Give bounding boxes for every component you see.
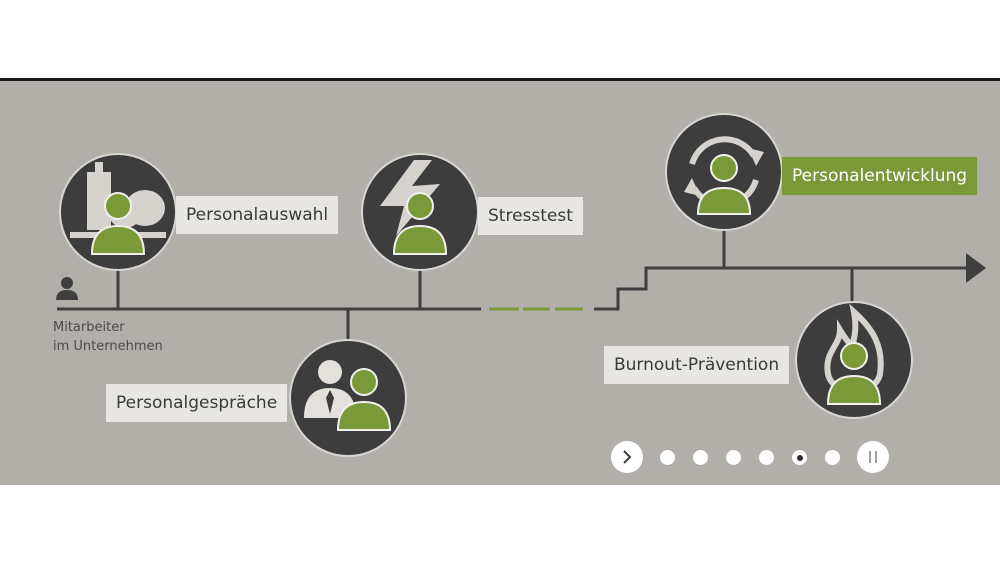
carousel-dot[interactable]: [792, 450, 807, 465]
carousel-dot[interactable]: [660, 450, 675, 465]
pause-button[interactable]: [857, 441, 889, 473]
label-personalentwicklung: Personalentwicklung: [782, 157, 978, 195]
chevron-right-icon: [623, 450, 632, 464]
person-icon: [336, 368, 392, 431]
carousel-dot[interactable]: [759, 450, 774, 465]
person-icon: [826, 342, 882, 405]
label-personalauswahl: Personalauswahl: [176, 196, 339, 234]
carousel-dot[interactable]: [726, 450, 741, 465]
node-personalentwicklung-circle: [665, 113, 783, 231]
pause-icon: [869, 451, 877, 463]
person-icon: [696, 154, 752, 215]
start-person-icon: [56, 277, 78, 300]
label-stresstest: Stresstest: [478, 197, 583, 235]
label-burnout: Burnout-Prävention: [604, 346, 790, 384]
factory-icon: [70, 162, 166, 238]
person-icon: [90, 192, 146, 255]
top-rule: [0, 78, 1000, 81]
timeline-arrowhead: [966, 253, 986, 283]
timeline-steps: [594, 266, 968, 311]
start-caption-line1: Mitarbeiter: [53, 320, 125, 335]
node-burnout-circle: [795, 301, 913, 419]
carousel-dot[interactable]: [693, 450, 708, 465]
node-personalgespraeche-circle: [289, 339, 407, 457]
start-caption-line2: im Unternehmen: [53, 339, 163, 354]
node-personalauswahl-circle: [59, 153, 177, 271]
start-caption: Mitarbeiter im Unternehmen: [53, 318, 163, 356]
node-stresstest-circle: [361, 153, 479, 271]
label-personalgespraeche: Personalgespräche: [106, 384, 288, 422]
carousel-dot[interactable]: [825, 450, 840, 465]
person-icon: [392, 192, 448, 255]
next-button[interactable]: [611, 441, 643, 473]
